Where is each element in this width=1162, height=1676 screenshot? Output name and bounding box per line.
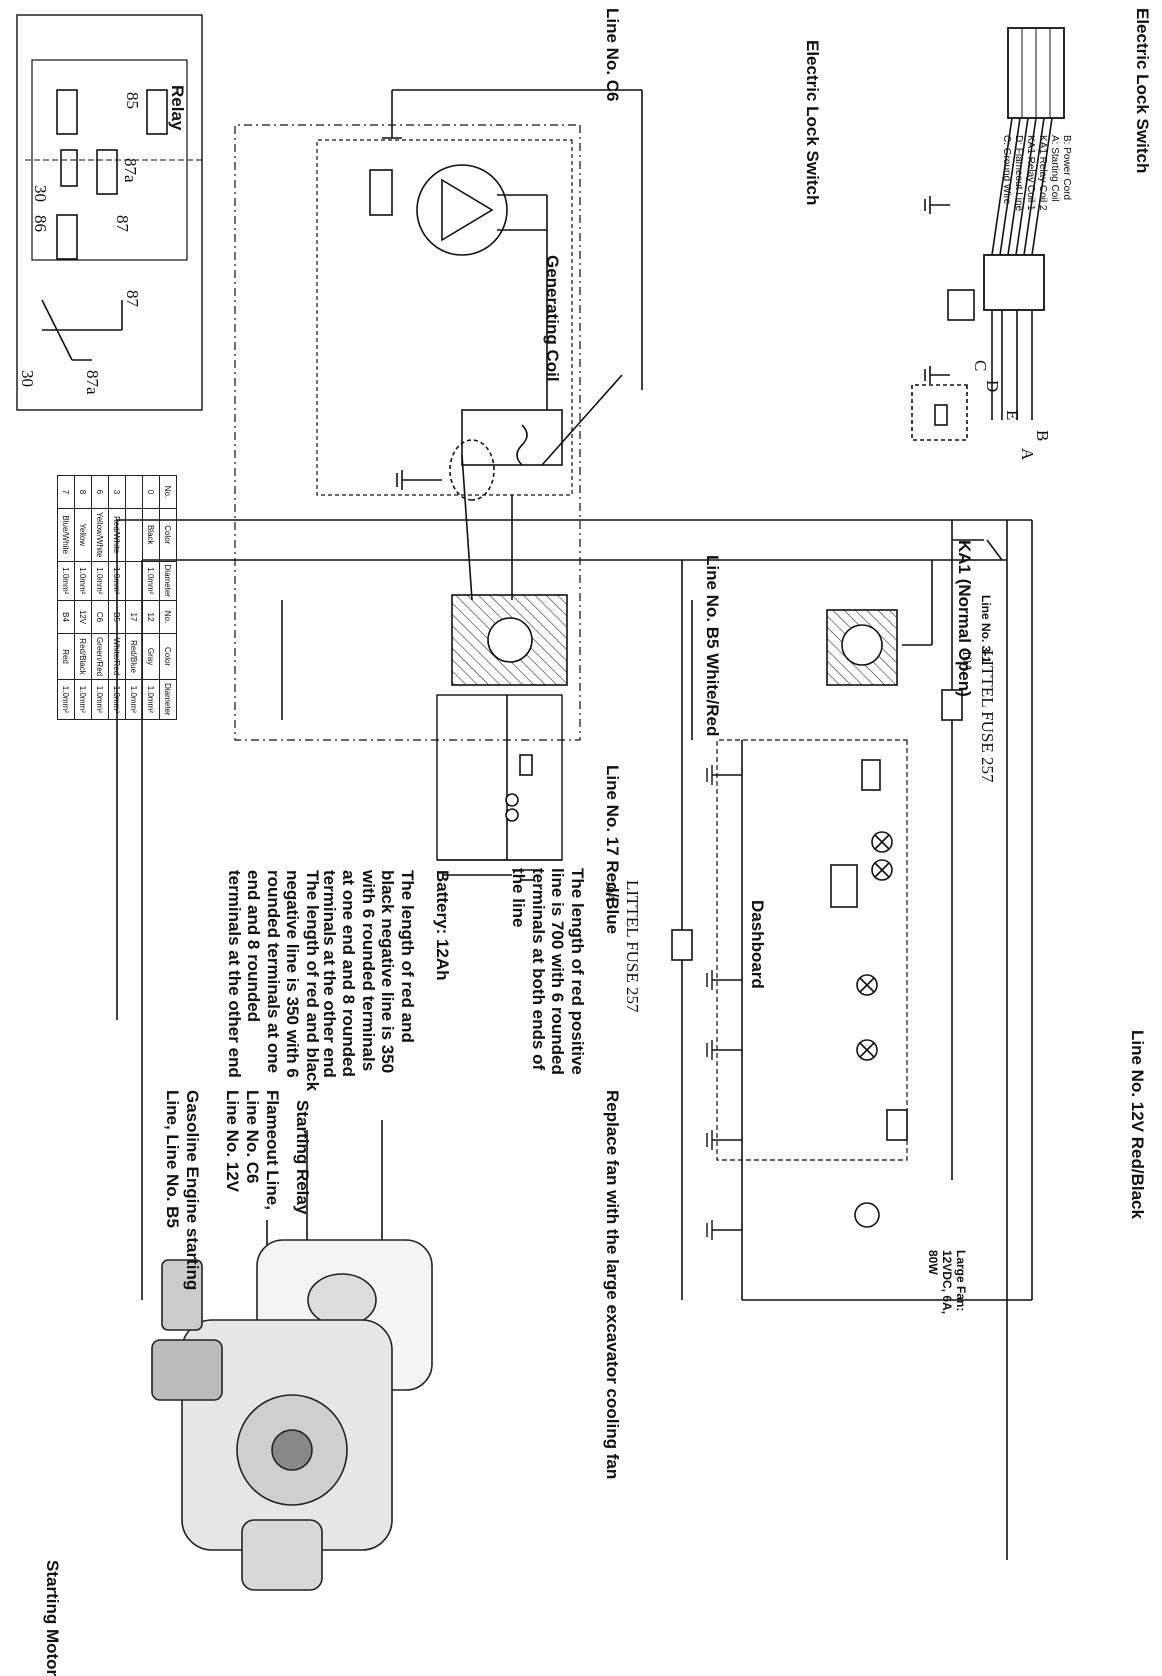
- ka1-label: KA1 (Normal Open): [955, 540, 974, 697]
- letter-c: C: [971, 360, 990, 372]
- fuse-top-amp: 10A: [960, 650, 975, 673]
- relay-pin-87a: 87a: [121, 158, 140, 183]
- label-starting-relay: Starting Relay: [293, 1100, 312, 1215]
- line-17-label: Line No. 17 Red/Blue: [603, 765, 622, 935]
- generator-inner-box: [316, 139, 573, 496]
- generating-coil-label: Generating Coil: [543, 255, 562, 382]
- harness-wire: [991, 117, 1013, 256]
- fuse-mid-amp: 10A: [603, 880, 618, 903]
- terminal-b: B: Power Cord: [1061, 135, 1072, 201]
- lock-switch-desc-title: Electric Lock Switch: [803, 40, 822, 206]
- relay-diagram-frame: [16, 14, 203, 411]
- relay-pin-85: 85: [123, 92, 142, 109]
- dashboard-label: Dashboard: [748, 900, 767, 989]
- terminal-c: C: Ground Wire: [1001, 135, 1012, 205]
- harness-wire: [1023, 117, 1045, 256]
- letter-d: D: [983, 380, 1002, 393]
- harness-wire: [1015, 117, 1037, 256]
- replace-fan-label: Replace fan with the large excavator coo…: [603, 1090, 622, 1480]
- letter-e: E: [1003, 410, 1022, 421]
- note-red-positive: The length of red positive line is 700 w…: [509, 868, 587, 1075]
- starter-relay-box: [436, 694, 563, 861]
- harness-wire: [999, 117, 1021, 256]
- harness-connector: [983, 254, 1045, 311]
- terminal-ka1-2: KA1 Relay Coil 2: [1037, 135, 1048, 211]
- dashboard-box: [716, 739, 908, 1161]
- harness-wire: [1007, 117, 1029, 256]
- note-battery: Battery: 12Ah: [433, 870, 452, 981]
- relay-title: Relay: [168, 85, 187, 131]
- fuse-mid: [671, 929, 693, 961]
- fuse-top-label: LITTEL FUSE 257: [978, 650, 997, 783]
- label-flameout: Flameout Line, Line No. C6: [243, 1090, 282, 1210]
- relay-pin-30: 30: [31, 185, 50, 202]
- rectifier: [461, 409, 563, 466]
- terminal-a: A: Starting Coil: [1049, 135, 1060, 202]
- dashboard-battery-indicator: [830, 864, 858, 908]
- harness-wire: [1031, 117, 1053, 256]
- terminal-ka1-1: KA1 Relay Coil 1: [1025, 135, 1036, 211]
- fan-symbol: [854, 1202, 880, 1228]
- relay-switch-87a: 87a: [83, 370, 102, 395]
- line-c6-label: Line No. C6: [603, 8, 622, 102]
- relay-switch-30: 30: [18, 370, 37, 387]
- note-neg-b: The length of red and black negative lin…: [224, 870, 322, 1092]
- label-line-12v-engine: Line No. 12V: [223, 1090, 242, 1193]
- generator-dashed-box: [234, 124, 581, 741]
- letter-b: B: [1033, 430, 1052, 442]
- relay-pin-87: 87: [113, 215, 132, 232]
- letter-a: A: [1018, 448, 1037, 461]
- engine-illustration: [151, 1239, 433, 1591]
- line-b5-label: Line No. B5 White/Red: [703, 555, 722, 737]
- line-12v-label: Line No. 12V Red/Black: [1128, 1030, 1147, 1219]
- table-header-row: No. Color Diameter No. Color Diameter: [159, 475, 177, 720]
- large-fan-label: Large Fan: 12VDC, 6A, 80W: [926, 1250, 968, 1315]
- terminal-d: D: Flameout Line: [1013, 135, 1024, 212]
- relay-ka1-box: [911, 384, 968, 441]
- relay-pin-86: 86: [31, 215, 50, 232]
- relay-switch-87: 87: [123, 290, 142, 307]
- label-gas-starting: Gasoline Engine starting Line, Line No. …: [163, 1090, 202, 1291]
- note-neg-a: The length of red and black negative lin…: [319, 870, 417, 1078]
- fuse-mid-label: LITTEL FUSE 257: [623, 880, 642, 1013]
- lock-switch-title: Electric Lock Switch: [1133, 8, 1152, 174]
